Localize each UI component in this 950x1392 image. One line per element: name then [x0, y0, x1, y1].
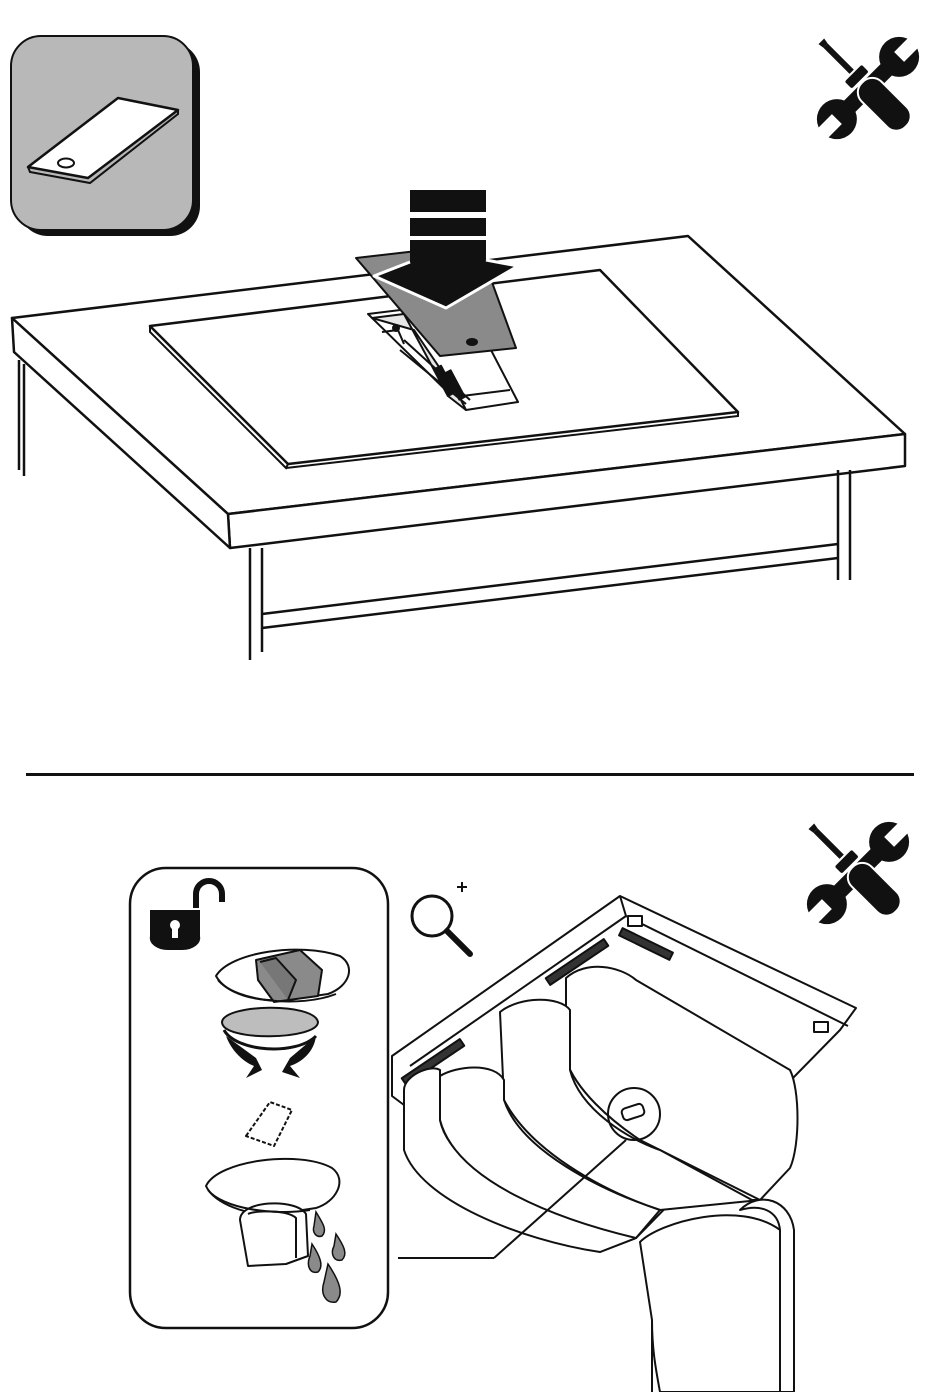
step-drain-duct-illustration: [0, 790, 950, 1392]
magnifier-plus-icon: [412, 882, 470, 954]
step-install-cover-illustration: [0, 0, 950, 760]
detail-inset: [130, 868, 388, 1328]
step-drain-duct-panel: [0, 790, 950, 1392]
step-install-cover-panel: [0, 0, 950, 760]
section-divider: [26, 773, 914, 776]
cover-plate-badge: [11, 36, 200, 236]
tools-icon: [804, 24, 931, 151]
tools-icon: [794, 809, 921, 936]
